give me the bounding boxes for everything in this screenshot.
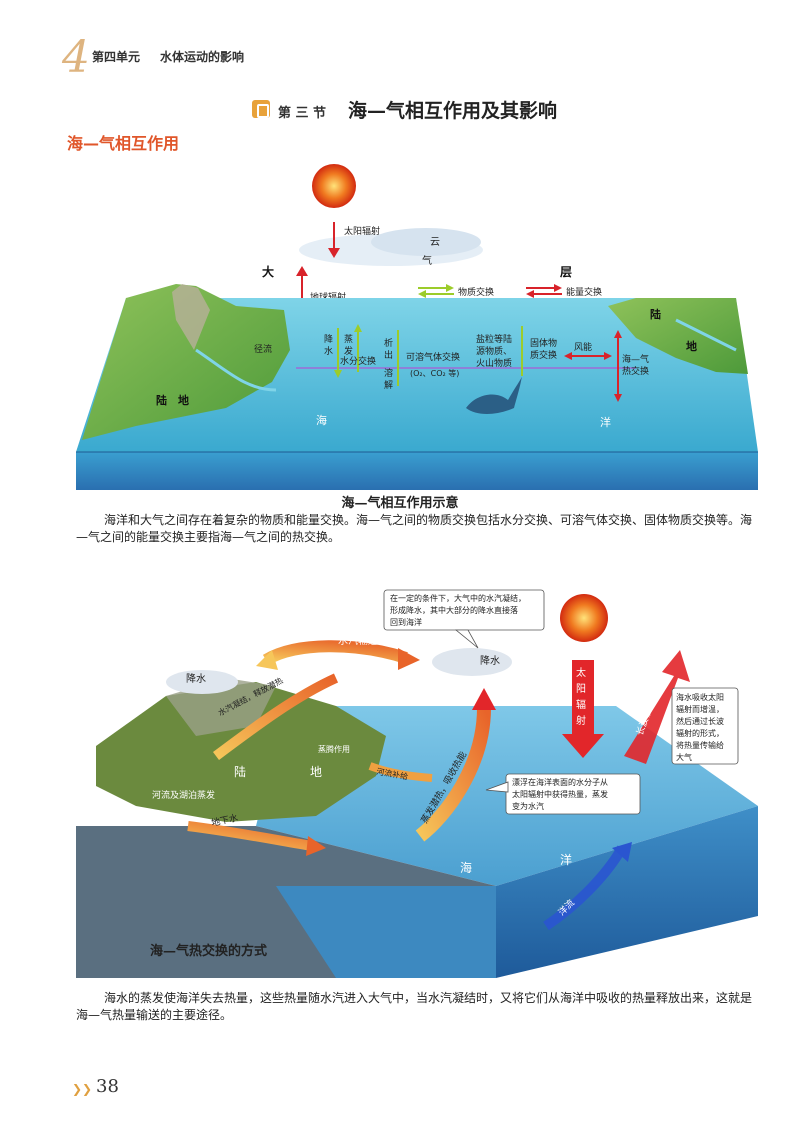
label-right-land-2: 地: [686, 339, 697, 353]
page-number: 38: [96, 1076, 119, 1097]
label-water-exchange: 水分交换: [340, 355, 376, 367]
label-ocean-2: 洋: [560, 852, 572, 867]
section-name: 海—气相互作用及其影响: [348, 100, 558, 122]
callout-longwave-line-3: 然后通过长波: [676, 716, 724, 726]
label-runoff: 径流: [254, 343, 272, 355]
label-atmosphere-1: 大: [262, 264, 274, 279]
label-wind-energy: 风能: [574, 341, 592, 353]
label-heat-2: 热交换: [622, 365, 649, 377]
page-footer: ❯❯ 38: [72, 1076, 172, 1100]
label-evap-1: 蒸: [344, 333, 353, 345]
page-marker-icon: ❯❯: [72, 1082, 93, 1096]
label-sea: 海: [316, 413, 327, 427]
label-heat-1: 海—气: [622, 353, 649, 365]
label-salt-2: 源物质、: [476, 345, 512, 357]
label-atmosphere-3: 层: [560, 265, 572, 279]
sun-icon-2: [560, 594, 608, 642]
label-dissolve-1: 溶: [384, 367, 393, 379]
label-precip-right: 降水: [480, 654, 500, 667]
land-mass: [96, 682, 386, 822]
label-cloud: 云: [430, 237, 440, 248]
label-precip-left: 降水: [186, 672, 206, 685]
legend-energy-exchange: 能量交换: [526, 284, 602, 298]
legend-matter-exchange: 物质交换: [418, 284, 494, 298]
sea-front: [76, 452, 758, 490]
cloud-icon-right: [432, 648, 512, 676]
sea-front-2: [496, 806, 758, 978]
left-land: [82, 284, 290, 440]
label-solar-3: 辐: [576, 698, 586, 711]
label-evap-2: 发: [344, 345, 353, 357]
label-dissolve-2: 解: [384, 379, 393, 391]
callout-evap-line-2: 太阳辐射中获得热量，蒸发: [512, 789, 608, 799]
sea-air-interaction-diagram: 太阳辐射 云 大 气 层 地球辐射 物质交换 能量交换 陆 地 陆 地 径流 降…: [76, 164, 758, 490]
label-gas-exchange: 可溶气体交换: [406, 351, 460, 363]
label-lake-evap: 河流及湖泊蒸发: [152, 789, 215, 801]
label-salt-3: 火山物质: [476, 357, 512, 369]
legend-matter-label: 物质交换: [458, 286, 494, 298]
label-precip-1: 降: [324, 333, 333, 345]
subheading: 海—气相互作用: [67, 134, 180, 153]
unit-label: 第四单元: [92, 50, 141, 64]
label-precip-2: 水: [324, 345, 333, 357]
callout-longwave-line-6: 大气: [676, 752, 692, 762]
callout-precipitation: 在一定的条件下，大气中的水汽凝结， 形成降水，其中大部分的降水直接落 回到海洋: [383, 589, 545, 649]
label-sea-2: 海: [460, 860, 472, 875]
label-solar-1: 太: [576, 666, 586, 679]
legend-energy-label: 能量交换: [566, 286, 602, 298]
cloud-icon-left: [166, 670, 238, 694]
figure2-caption: 海—气热交换的方式: [150, 944, 268, 959]
label-land-2: 地: [310, 765, 322, 779]
callout-longwave-line-2: 辐射而增温，: [676, 704, 724, 714]
label-salt-1: 盐粒等陆: [476, 333, 512, 345]
label-solid-1: 固体物: [530, 337, 557, 349]
section-book-icon: [252, 100, 270, 118]
callout-evaporation: 漂浮在海洋表面的水分子从 太阳辐射中获得热量，蒸发 变为水汽: [485, 773, 641, 815]
callout-longwave-line-4: 辐射的形式，: [676, 728, 724, 738]
callout-longwave-line-5: 将热量传输给: [676, 740, 724, 750]
label-land-1: 陆: [234, 764, 246, 779]
label-ocean: 洋: [600, 415, 611, 429]
section-number: 第 三 节: [278, 106, 327, 121]
label-solar-4: 射: [576, 715, 586, 727]
label-left-land: 陆 地: [156, 393, 189, 407]
figure1-caption: 海—气相互作用示意: [341, 496, 459, 511]
label-solar-2: 阳: [576, 683, 586, 695]
callout-longwave: 海水吸收太阳 辐射而增温， 然后通过长波 辐射的形式， 将热量传输给 大气: [671, 687, 739, 765]
label-solar-radiation: 太阳辐射: [344, 225, 380, 237]
label-out-2: 出: [384, 349, 393, 361]
label-vapor-transport: 水汽输送: [338, 634, 378, 647]
unit-header: 4 第四单元 水体运动的影响: [62, 32, 782, 83]
paragraph-2: 海水的蒸发使海洋失去热量，这些热量随水汽进入大气中，当水汽凝结时，又将它们从海洋…: [76, 991, 753, 1022]
callout-precip-line-1: 在一定的条件下，大气中的水汽凝结，: [390, 593, 526, 603]
paragraph-1: 海洋和大气之间存在着复杂的物质和能量交换。海—气之间的物质交换包括水分交换、可溶…: [76, 513, 753, 544]
right-land: [608, 298, 748, 374]
callout-precip-line-2: 形成降水，其中大部分的降水直接落: [390, 605, 518, 615]
sun-icon: [312, 164, 356, 208]
label-atmosphere-2: 气: [422, 254, 432, 267]
unit-title: 水体运动的影响: [160, 50, 245, 64]
callout-evap-line-3: 变为水汽: [512, 801, 544, 811]
label-out-1: 析: [384, 337, 393, 349]
section-title: 第 三 节 海—气相互作用及其影响: [252, 96, 612, 124]
label-right-land-1: 陆: [650, 307, 661, 321]
whale-icon: [466, 376, 522, 414]
sea-air-heat-exchange-diagram: 太 阳 辐 射 长波辐射 水汽输送 降水 降水 水汽凝结，释放潜热 蒸发潜热，吸…: [76, 589, 758, 978]
label-gas-formula: (O₂、CO₂ 等): [410, 368, 459, 378]
callout-precip-line-3: 回到海洋: [390, 617, 422, 627]
label-solid-2: 质交换: [530, 349, 557, 361]
label-transpiration: 蒸腾作用: [318, 744, 350, 754]
unit-number: 4: [62, 32, 90, 83]
callout-longwave-line-1: 海水吸收太阳: [676, 692, 724, 702]
callout-evap-line-1: 漂浮在海洋表面的水分子从: [512, 777, 608, 787]
